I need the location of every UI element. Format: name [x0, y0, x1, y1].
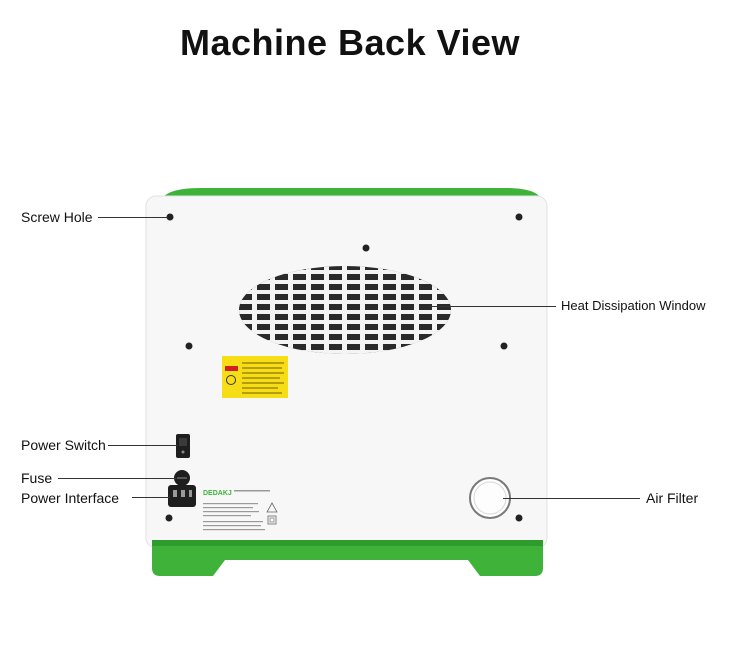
label-screw-hole: Screw Hole [21, 209, 93, 225]
leader-heat-window [430, 306, 556, 307]
page-title: Machine Back View [180, 22, 520, 63]
leader-power-switch [108, 445, 178, 446]
air-filter [469, 477, 511, 519]
leader-screw-hole [98, 217, 168, 218]
caution-sticker [222, 356, 288, 398]
screw-hole-top-right [515, 213, 523, 221]
screw-hole-bottom-left [165, 514, 173, 522]
label-fuse: Fuse [21, 470, 53, 486]
leader-air-filter [503, 498, 640, 499]
screw-hole-upper-center [362, 244, 370, 252]
heat-dissipation-window [239, 266, 451, 354]
label-air-filter: Air Filter [646, 490, 699, 506]
fuse [174, 470, 190, 486]
leader-fuse [58, 478, 176, 479]
leader-power-interface [132, 497, 170, 498]
power-switch [176, 434, 190, 458]
product-label: DEDAKJ [203, 490, 278, 531]
bottom-green-base [152, 540, 543, 576]
svg-text:DEDAKJ: DEDAKJ [203, 490, 232, 497]
screw-hole-mid-left [185, 342, 193, 350]
power-interface [168, 485, 196, 507]
screw-hole-bottom-right [515, 514, 523, 522]
label-power-switch: Power Switch [21, 437, 106, 453]
screw-hole-mid-right [500, 342, 508, 350]
label-power-interface: Power Interface [21, 490, 120, 506]
screw-hole-top-left [166, 213, 174, 221]
label-heat-dissipation-window: Heat Dissipation Window [561, 298, 706, 313]
